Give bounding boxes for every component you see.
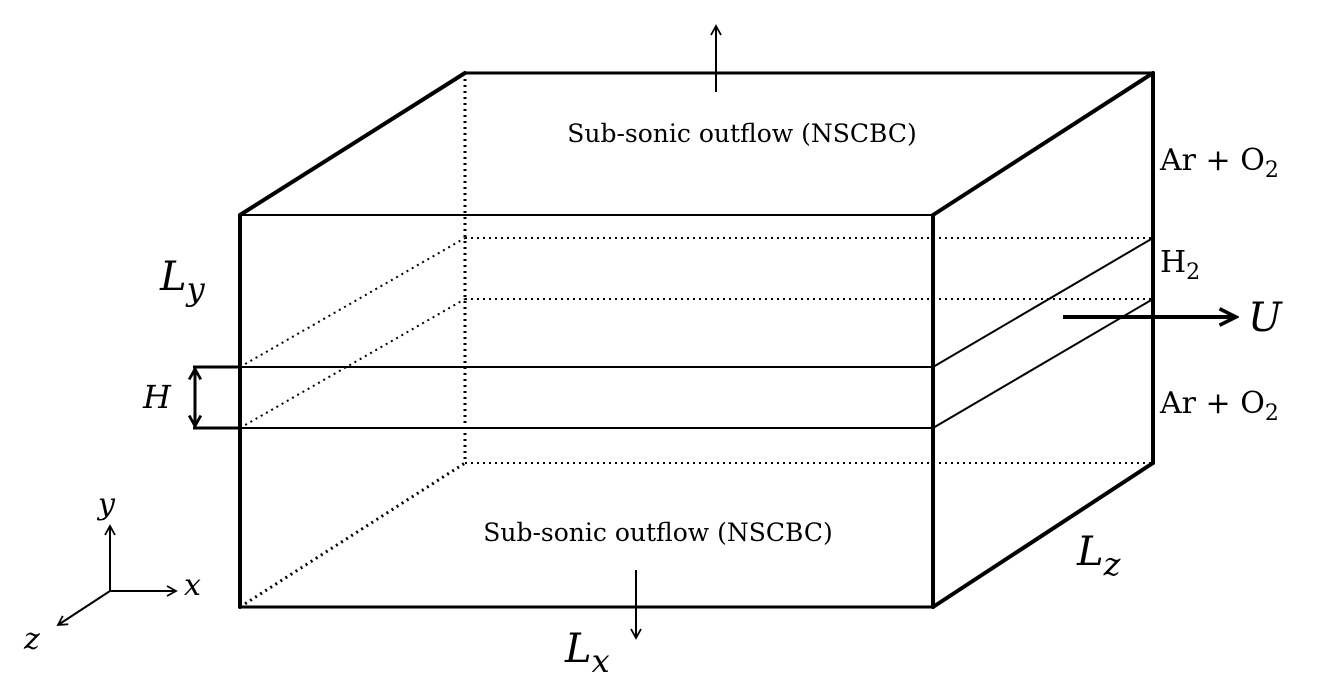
hidden-edge-bottom-left-diagonal (239, 461, 466, 609)
edge-top-right-diagonal (931, 71, 1155, 217)
edge-bottom-right-diagonal (931, 461, 1155, 609)
layer-upper-right-diagonal (932, 237, 1154, 368)
box-edges (238, 71, 1155, 609)
hidden-layer-upper-left (239, 237, 466, 368)
z-axis-arrow (56, 590, 111, 627)
fuel-layer-lines (240, 237, 1154, 429)
edge-top-left-diagonal (238, 71, 467, 217)
species-upper-label: Ar + O2 (1159, 143, 1279, 183)
h-bracket (193, 365, 240, 430)
hidden-layer-lower-left (239, 298, 466, 429)
species-middle-label: H2 (1160, 245, 1200, 285)
bottom-boundary-label: Sub-sonic outflow (NSCBC) (483, 518, 832, 547)
hidden-edges (239, 73, 1153, 609)
ly-label: Ly (159, 254, 206, 308)
z-axis-label: z (23, 622, 40, 657)
lx-label: Lx (564, 626, 610, 680)
velocity-label: U (1248, 295, 1283, 341)
layer-lower-right-diagonal (932, 298, 1154, 429)
species-lower-label: Ar + O2 (1159, 386, 1279, 426)
y-axis-label: y (96, 487, 116, 522)
coordinate-axes (56, 524, 178, 627)
lz-label: Lz (1076, 529, 1122, 583)
x-axis-label: x (184, 568, 201, 603)
h-label: H (142, 378, 172, 416)
top-boundary-label: Sub-sonic outflow (NSCBC) (567, 119, 916, 148)
